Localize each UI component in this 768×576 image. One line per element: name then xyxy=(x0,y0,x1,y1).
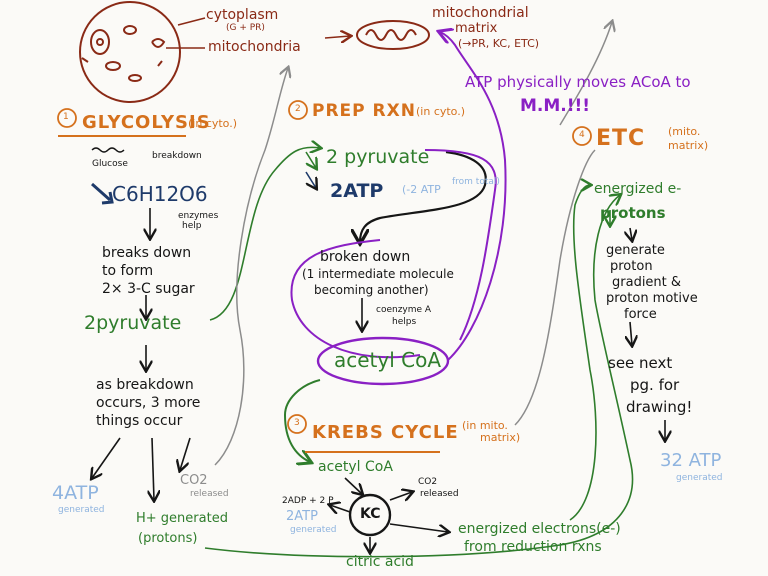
see-line-2: pg. for xyxy=(630,376,680,394)
prep-pyruvate: 2 pyruvate xyxy=(326,146,430,168)
see-line-3: drawing! xyxy=(626,398,693,416)
breaks-line-1: breaks down xyxy=(102,245,192,261)
occur-line-3: things occur xyxy=(96,413,183,429)
etc-title: ETC xyxy=(596,126,646,151)
prep-atp-note: (-2 ATP xyxy=(402,183,441,196)
broken-line-1: broken down xyxy=(320,249,411,265)
glucose-word: Glucose xyxy=(92,159,128,169)
mitochondrion-drawing xyxy=(356,20,430,50)
krebs-title: KREBS CYCLE xyxy=(312,422,459,443)
coenzyme-helps: helps xyxy=(392,317,417,327)
glycolysis-atp-sub: generated xyxy=(58,505,105,515)
kc-label: KC xyxy=(360,506,381,522)
etc-atp: 32 ATP xyxy=(660,450,722,471)
krebs-co2-sub: released xyxy=(420,489,459,499)
occur-line-1: as breakdown xyxy=(96,377,194,393)
krebs-location-2: matrix) xyxy=(480,431,521,444)
etc-location-2: matrix) xyxy=(668,139,709,152)
glycolysis-co2: CO2 xyxy=(180,473,208,488)
glycolysis-title: GLYCOLYSIS xyxy=(82,112,211,133)
glycolysis-pyruvate: 2pyruvate xyxy=(84,312,182,334)
hplus-generated: H+ generated xyxy=(136,511,228,526)
breaks-line-2: to form xyxy=(102,263,154,279)
broken-line-3: becoming another) xyxy=(314,283,429,297)
gradient-line-1: generate xyxy=(606,243,665,258)
gradient-line-2: proton xyxy=(610,259,653,274)
prep-atp-note-2: from total) xyxy=(452,177,500,187)
step-number-3: 3 xyxy=(294,418,300,428)
step-number-1: 1 xyxy=(63,112,69,122)
mitochondria-label: mitochondria xyxy=(208,39,301,55)
cytoplasm-sub: (G + PR) xyxy=(226,23,265,33)
enzymes-help: help xyxy=(182,221,202,231)
enzymes-label: enzymes xyxy=(178,211,219,221)
gradient-line-4: proton motive xyxy=(606,291,698,306)
arrow-cell-to-mito xyxy=(324,36,350,38)
cell-drawing xyxy=(79,1,181,103)
cytoplasm-label: cytoplasm xyxy=(206,7,279,23)
reduction-rxns: from reduction rxns xyxy=(464,539,602,555)
energized-electrons: energized electrons(e-) xyxy=(458,521,621,537)
krebs-adp: 2ADP + 2 P xyxy=(282,496,334,506)
prep-location: (in cyto.) xyxy=(416,105,466,118)
acoa-note: ATP physically moves ACoA to xyxy=(465,73,691,91)
breakdown-word: breakdown xyxy=(152,151,202,161)
mito-label-2: matrix xyxy=(455,21,498,36)
krebs-atp-sub: generated xyxy=(290,525,337,535)
etc-atp-sub: generated xyxy=(676,473,723,483)
prep-acetyl-coa: acetyl CoA xyxy=(334,348,442,372)
see-line-1: see next xyxy=(608,354,673,372)
hplus-protons: (protons) xyxy=(138,531,198,546)
glycolysis-atp: 4ATP xyxy=(52,482,99,504)
krebs-acetyl-coa: acetyl CoA xyxy=(318,459,393,475)
step-number-4: 4 xyxy=(579,130,585,140)
mito-label: mitochondrial xyxy=(432,5,529,21)
breaks-line-3: 2× 3-C sugar xyxy=(102,281,195,297)
acoa-note-emphasis: M.M.!!! xyxy=(520,96,591,116)
step-number-2: 2 xyxy=(295,104,301,114)
coenzyme-label: coenzyme A xyxy=(376,305,432,315)
gradient-line-5: force xyxy=(624,307,657,322)
krebs-co2: CO2 xyxy=(418,477,438,487)
prep-title: PREP RXN xyxy=(312,101,416,121)
glycolysis-co2-sub: released xyxy=(190,489,229,499)
mito-sub: (→PR, KC, ETC) xyxy=(458,37,540,50)
glycolysis-location: (in cyto.) xyxy=(188,117,238,130)
occur-line-2: occurs, 3 more xyxy=(96,395,201,411)
citric-acid: citric acid xyxy=(346,554,414,570)
etc-energized: energized e- xyxy=(594,181,682,197)
gradient-line-3: gradient & xyxy=(612,275,682,290)
krebs-location: (in mito. xyxy=(462,419,508,432)
prep-atp: 2ATP xyxy=(330,180,384,202)
glucose-formula: C6H12O6 xyxy=(112,182,208,206)
etc-protons: protons xyxy=(600,204,666,222)
broken-line-2: (1 intermediate molecule xyxy=(302,267,454,281)
krebs-atp: 2ATP xyxy=(286,509,318,524)
etc-location: (mito. xyxy=(668,125,701,138)
